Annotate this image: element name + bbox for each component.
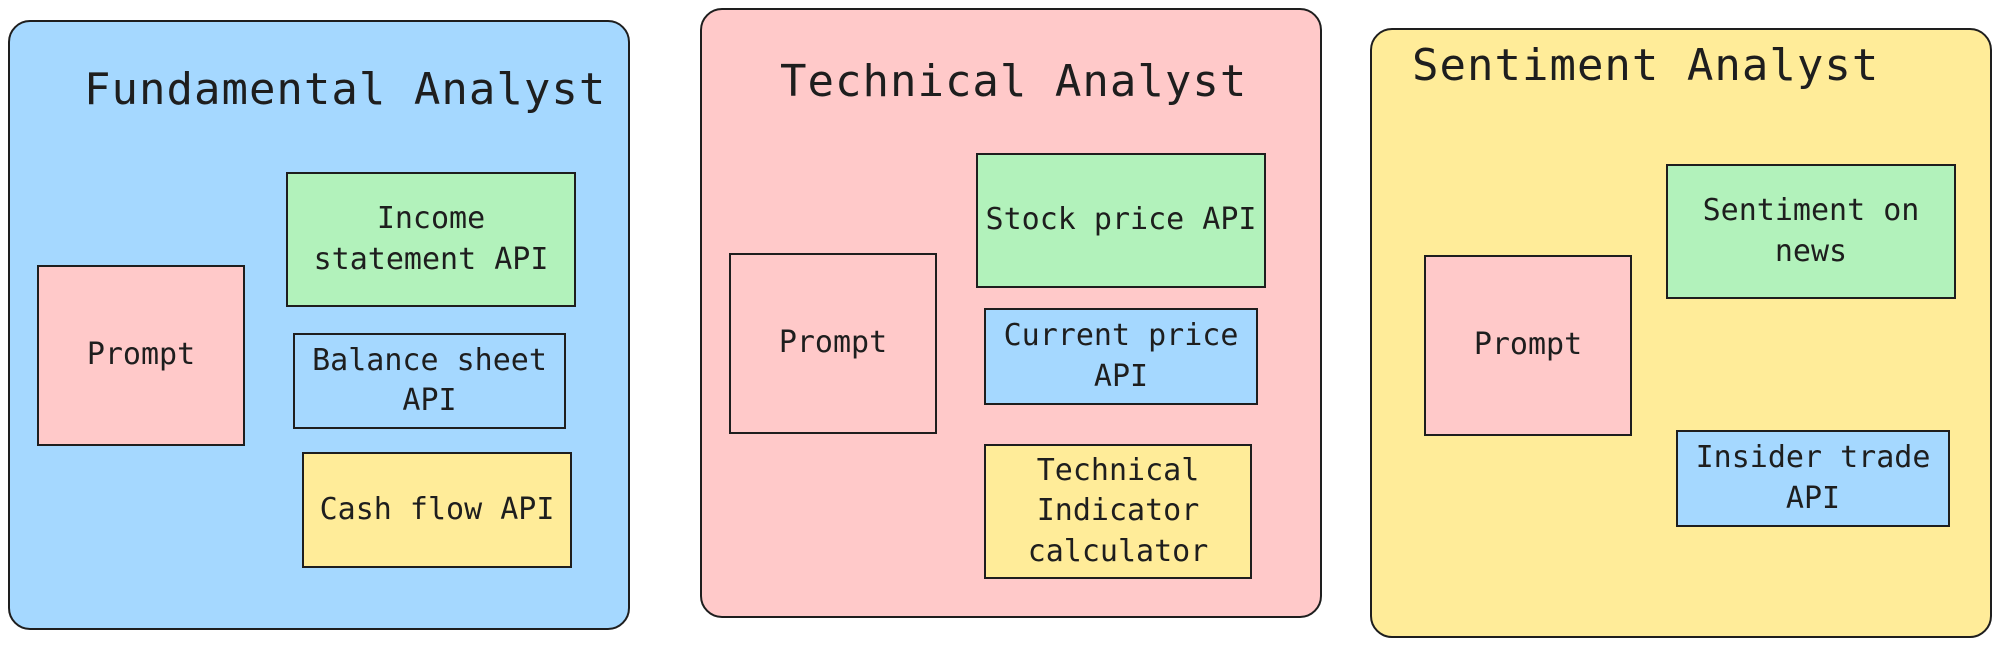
sentiment-analyst-panel: Sentiment Analyst Prompt Sentiment on ne… [1370,28,1992,638]
prompt-box: Prompt [37,265,245,446]
panel-title: Technical Analyst [780,56,1248,107]
panel-title: Sentiment Analyst [1412,40,1880,91]
box-line: news [1774,233,1848,269]
prompt-box: Prompt [729,253,937,434]
prompt-box: Prompt [1424,255,1632,436]
prompt-label: Prompt [778,325,888,361]
insider-trade-api-box: Insider trade API [1676,430,1950,527]
box-line: Cash flow API [319,491,555,527]
income-statement-api-box: Income statement API [286,172,576,307]
sentiment-on-news-box: Sentiment on news [1666,164,1956,299]
box-line: Balance sheet [312,342,547,378]
panel-title: Fundamental Analyst [84,64,607,115]
balance-sheet-api-box: Balance sheet API [293,333,566,429]
box-line: Current price [1003,318,1239,353]
box-line: statement API [313,241,549,277]
box-line: API [1785,480,1841,516]
technical-analyst-panel: Technical Analyst Prompt Stock price API… [700,8,1322,618]
box-line: Insider trade [1695,440,1931,475]
cash-flow-api-box: Cash flow API [302,452,572,568]
box-line: Technical [1036,452,1200,488]
prompt-label: Prompt [86,337,196,373]
box-line: Stock price API [985,202,1257,238]
current-price-api-box: Current price API [984,308,1258,405]
fundamental-analyst-panel: Fundamental Analyst Prompt Income statem… [8,20,630,630]
box-line: Sentiment on [1702,193,1920,228]
prompt-label: Prompt [1473,327,1583,363]
box-line: Income [376,201,486,236]
stock-price-api-box: Stock price API [976,153,1266,288]
box-line: calculator [1027,533,1209,569]
box-line: API [402,383,457,418]
box-line: API [1093,358,1149,394]
technical-indicator-calculator-box: Technical Indicator calculator [984,444,1252,579]
box-line: Indicator [1036,493,1200,529]
